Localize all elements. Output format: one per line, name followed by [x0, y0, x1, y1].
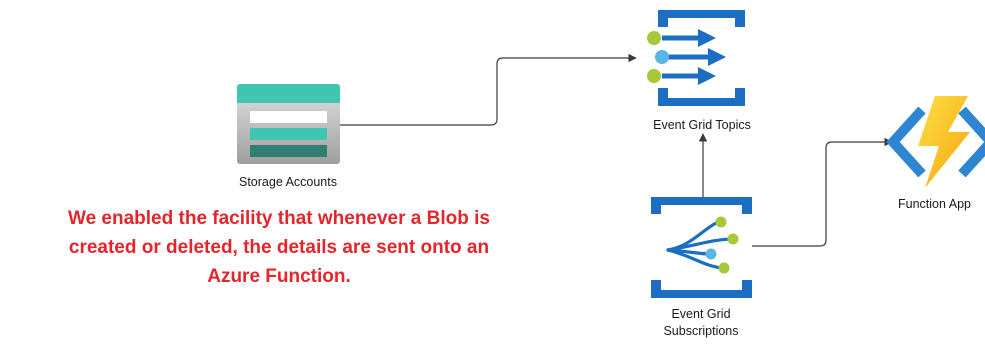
connector-storage-to-topics	[338, 53, 637, 126]
function-app-label: Function App	[898, 197, 971, 211]
storage-accounts-label: Storage Accounts	[239, 175, 337, 189]
caption-line-3: Azure Function.	[207, 266, 351, 287]
storage-account-icon	[237, 84, 340, 164]
event-grid-topics-label: Event Grid Topics	[653, 118, 751, 132]
event-grid-subscriptions-icon	[651, 197, 752, 298]
connector-subscriptions-to-function-app	[752, 137, 893, 247]
event-grid-subscriptions-label-line2: Subscriptions	[663, 324, 738, 338]
event-grid-subscriptions-label-line1: Event Grid	[671, 307, 730, 321]
function-app-icon	[886, 96, 985, 188]
caption-line-2: created or deleted, the details are sent…	[69, 237, 489, 258]
caption-line-1: We enabled the facility that whenever a …	[68, 208, 490, 229]
event-grid-topics-icon	[647, 10, 745, 106]
